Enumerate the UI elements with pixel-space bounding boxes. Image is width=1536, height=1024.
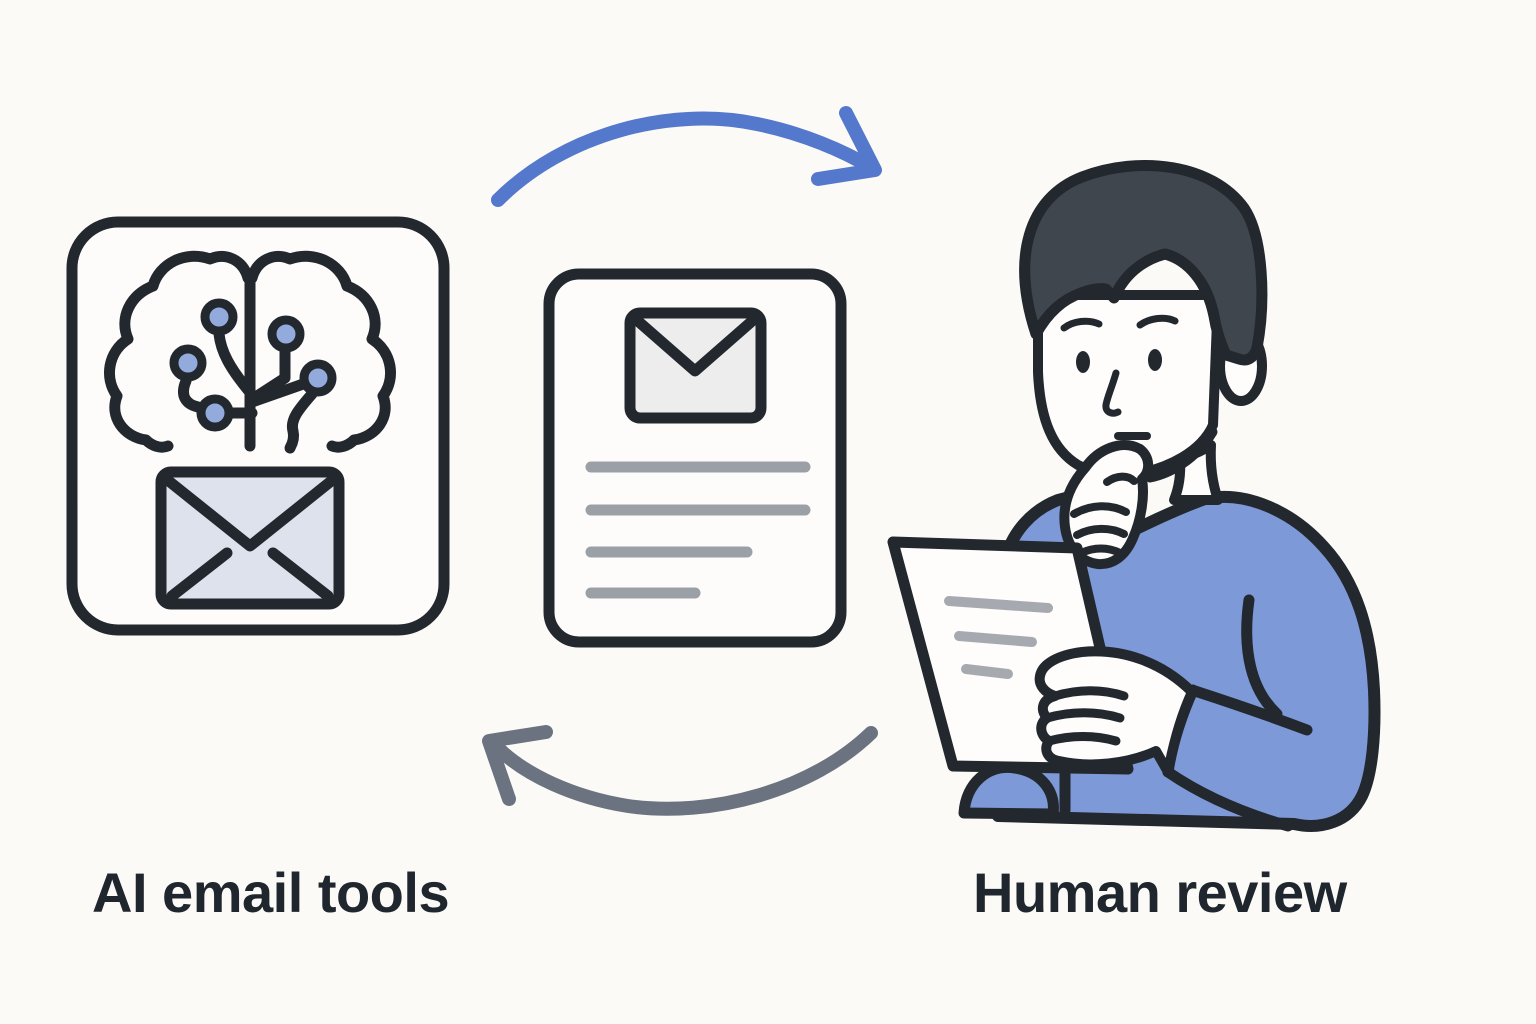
circuit-nodes [169, 298, 337, 432]
envelope-icon [624, 307, 767, 424]
cycle-arrow-bottom [482, 725, 878, 816]
face-features [1060, 314, 1218, 483]
person-left-arm [958, 761, 1059, 820]
eyebrow-left [1060, 317, 1103, 332]
paper-text-lines [944, 596, 1053, 679]
person-hair [1019, 159, 1268, 366]
eye-left [1076, 351, 1090, 373]
thinking-hand [1059, 440, 1154, 570]
label-human-review: Human review [973, 861, 1347, 924]
eye-right [1148, 349, 1162, 371]
nose [1102, 369, 1122, 417]
arrow-left-icon [482, 725, 553, 806]
cycle-arrow-top [491, 106, 882, 207]
holding-hand [1034, 646, 1197, 777]
arrow-right-icon [811, 106, 882, 186]
email-draft-document-icon [543, 268, 847, 648]
sleeve-fold-line [1241, 594, 1283, 720]
human-reviewer-illustration [887, 159, 1381, 832]
brain-circuit-icon [104, 250, 396, 454]
jaw-line [1145, 427, 1218, 483]
document-text-lines [585, 461, 811, 599]
envelope-icon [155, 466, 345, 610]
ai-brain-email-icon [66, 216, 450, 636]
label-ai-email-tools: AI email tools [92, 861, 450, 924]
eyebrow-right [1136, 314, 1179, 329]
